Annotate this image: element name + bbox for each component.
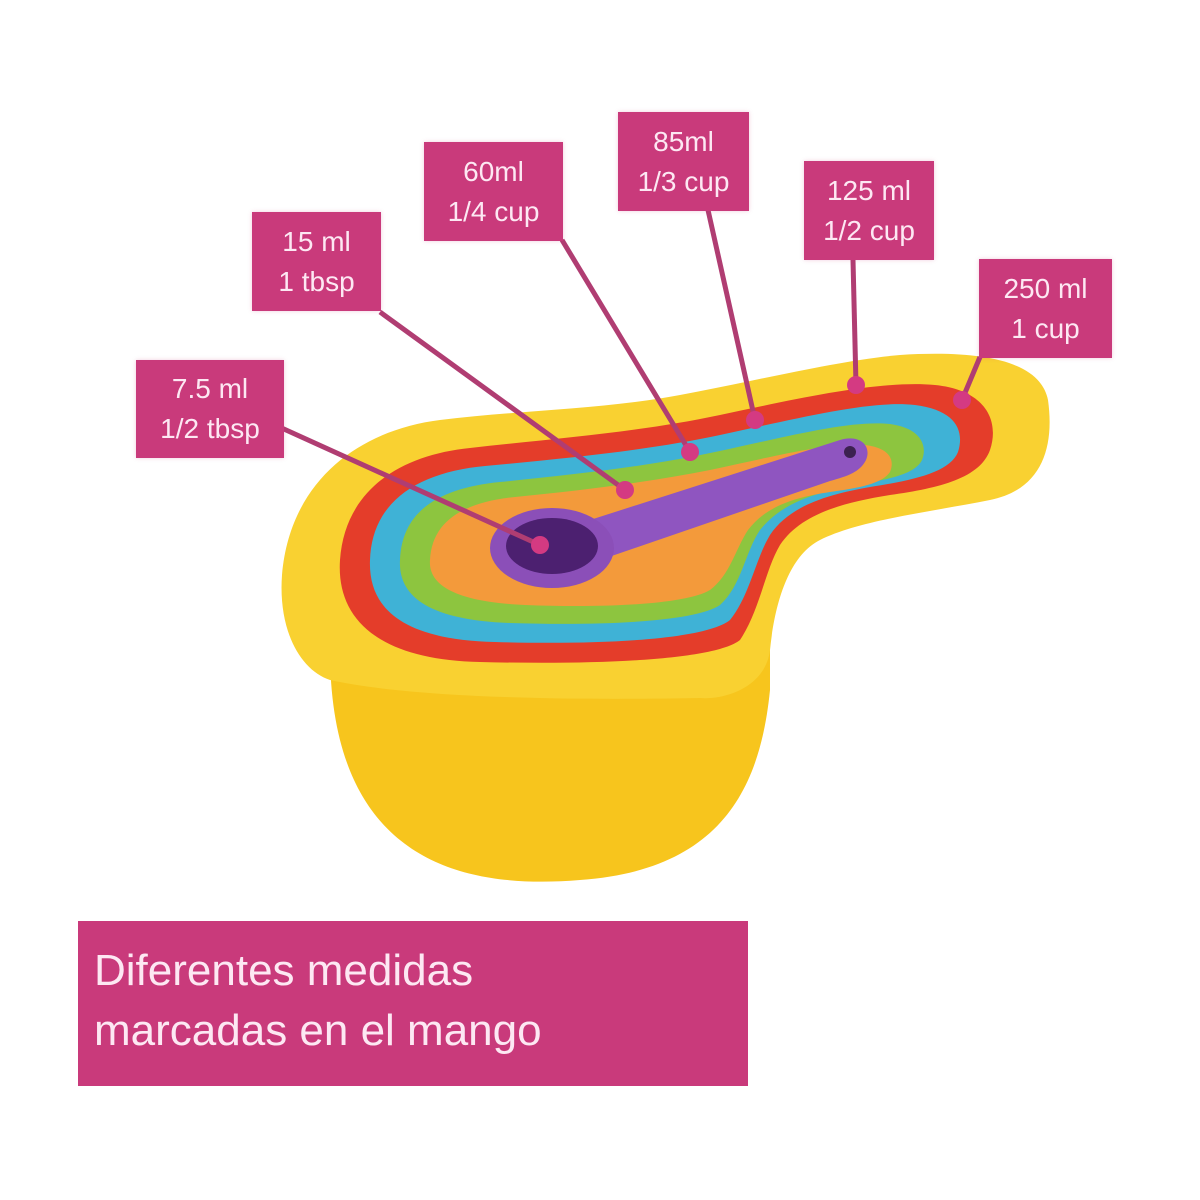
callout-volume-ml: 7.5 ml <box>171 373 249 404</box>
callout-dots <box>531 376 971 554</box>
callout-volume-ml: 125 ml <box>826 174 912 206</box>
callout-volume-ml: 60ml <box>463 155 524 187</box>
callout-half-tbsp: 7.5 ml 1/2 tbsp <box>136 360 284 458</box>
callout-volume-unit: 1/2 tbsp <box>160 413 260 444</box>
spoon-7-5ml-handle <box>590 438 868 560</box>
spoon-hanging-hole <box>844 446 856 458</box>
callout-volume-ml: 250 ml <box>1003 272 1088 304</box>
callout-volume-unit: 1/3 cup <box>637 165 730 197</box>
callout-volume-unit: 1 cup <box>1011 312 1080 344</box>
callout-quarter-cup: 60ml 1/4 cup <box>424 142 563 241</box>
callout-volume-ml: 85ml <box>653 125 714 157</box>
callout-volume-unit: 1/2 cup <box>823 214 915 246</box>
caption-line-2: marcadas en el mango <box>94 1006 542 1055</box>
callout-third-cup: 85ml 1/3 cup <box>618 112 749 211</box>
callout-lines <box>273 209 983 548</box>
caption-banner: Diferentes medidas marcadas en el mango <box>78 921 748 1086</box>
callout-half-cup: 125 ml 1/2 cup <box>804 161 934 260</box>
callout-volume-unit: 1/4 cup <box>447 195 540 227</box>
callout-volume-unit: 1 tbsp <box>278 265 355 297</box>
callout-volume-ml: 15 ml <box>282 225 351 257</box>
caption-line-1: Diferentes medidas <box>94 946 474 995</box>
callout-one-cup: 250 ml 1 cup <box>979 259 1112 358</box>
callout-tbsp: 15 ml 1 tbsp <box>252 212 381 311</box>
